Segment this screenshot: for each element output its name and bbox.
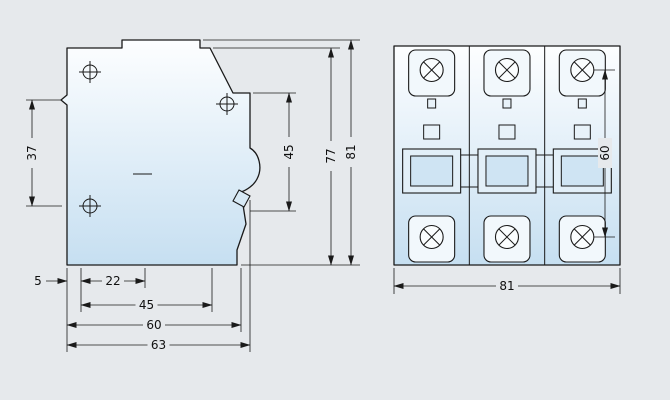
mcb-side-view: [60, 39, 261, 266]
front-view-dimensions: 60 81: [393, 69, 621, 294]
dim-label-60-front: 60: [598, 145, 612, 160]
dim-label-22: 22: [105, 274, 120, 288]
side-view-dimensions: 37 45 77 81 5 22 45 60 63: [25, 39, 360, 352]
mcb-front-view: [393, 45, 621, 266]
mounting-hole-bottom-left: [79, 195, 101, 217]
dim-label-45-horizontal: 45: [139, 298, 154, 312]
dim-label-60-side: 60: [146, 318, 161, 332]
dim-label-63: 63: [151, 338, 166, 352]
terminal-clamp-square: [232, 189, 251, 208]
mounting-hole-top-left: [79, 61, 101, 83]
dim-label-5: 5: [34, 274, 42, 288]
side-view-body: [60, 39, 261, 266]
dim-label-81-front: 81: [499, 279, 514, 293]
dim-label-37: 37: [25, 145, 39, 160]
mounting-hole-top-right: [216, 93, 238, 115]
dim-label-77: 77: [324, 148, 338, 163]
dim-label-45-vertical: 45: [282, 144, 296, 159]
dim-label-81-side: 81: [344, 144, 358, 159]
pole-2: [477, 49, 537, 263]
pole-1: [402, 49, 462, 263]
